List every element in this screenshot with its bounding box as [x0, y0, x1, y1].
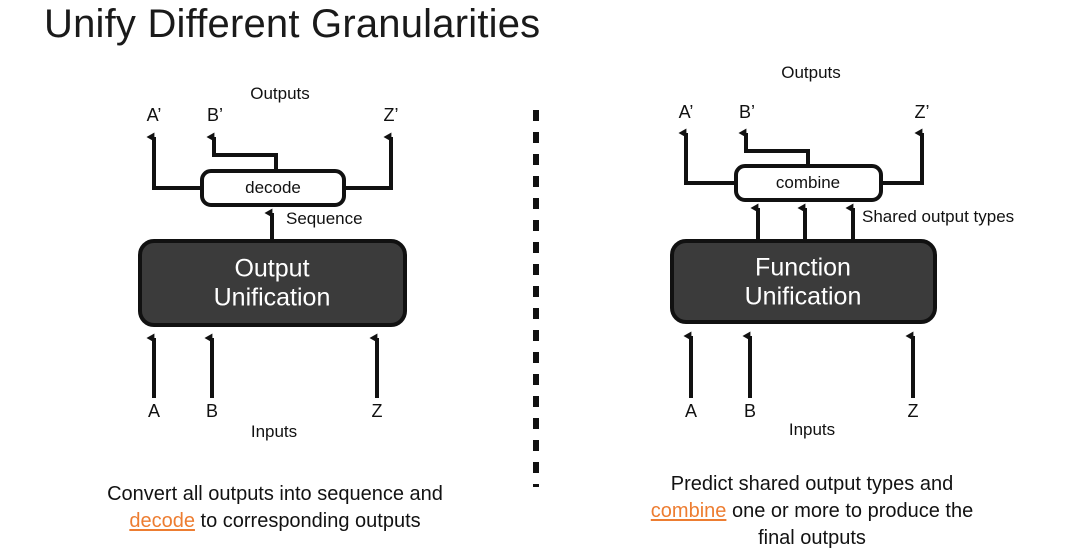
- right-caption: Predict shared output types and combine …: [592, 471, 1032, 551]
- left-output-path-b: [206, 132, 278, 171]
- left-caption-line-1: Convert all outputs into sequence and: [107, 483, 443, 505]
- right-caption-mid: one or more to produce the: [726, 499, 974, 522]
- right-caption-highlight: combine: [650, 499, 727, 522]
- right-caption-prefix: Predict shared output types and: [670, 473, 954, 495]
- left-input-letter-b: B: [205, 401, 219, 421]
- right-output-path-z: [880, 128, 924, 185]
- right-output-path-b: [738, 128, 810, 166]
- right-inputs-label: Inputs: [788, 420, 836, 439]
- left-outputs-label: Outputs: [250, 84, 310, 103]
- right-output-letter-b: B’: [738, 102, 756, 122]
- right-unification-box-label: Function Unification: [745, 254, 862, 311]
- right-output-path-a: [678, 128, 736, 185]
- left-process-box: [200, 169, 346, 207]
- right-input-letter-z: Z: [907, 401, 919, 421]
- left-output-letter-a: A’: [146, 105, 162, 125]
- page-title: Unify Different Granularities: [44, 2, 541, 46]
- right-process-box: [734, 164, 883, 202]
- left-unification-line-2: Unification: [213, 283, 331, 311]
- left-input-letter-z: Z: [371, 401, 383, 421]
- left-caption-highlight: decode: [129, 509, 195, 532]
- right-panel-graphics: [670, 128, 937, 398]
- right-outputs-label: Outputs: [781, 63, 841, 82]
- left-input-letter-a: A: [147, 401, 161, 421]
- right-input-letter-a: A: [684, 401, 698, 421]
- left-output-letter-z: Z’: [383, 105, 399, 125]
- left-unification-box-label: Output Unification: [214, 255, 331, 312]
- left-sequence-label: Sequence: [286, 209, 363, 228]
- right-output-letter-a: A’: [678, 102, 694, 122]
- left-decode-box-label: decode: [245, 178, 301, 197]
- left-output-path-a: [146, 132, 202, 190]
- left-unification-box: [138, 239, 407, 327]
- left-caption-line-2: to corresponding outputs: [194, 509, 421, 532]
- right-unification-line-1: Function: [755, 253, 851, 282]
- right-input-letter-b: B: [743, 401, 757, 421]
- left-output-letter-b: B’: [206, 105, 224, 125]
- right-output-letter-z: Z’: [914, 102, 930, 122]
- right-caption-suffix: final outputs: [758, 526, 866, 549]
- right-combine-box-label: combine: [775, 173, 841, 192]
- left-caption: Convert all outputs into sequence and de…: [65, 481, 485, 535]
- left-inputs-label: Inputs: [250, 422, 298, 441]
- left-output-path-z: [343, 132, 393, 190]
- right-unification-box: [670, 239, 937, 324]
- right-shared-output-types-label: Shared output types: [862, 207, 1015, 226]
- right-unification-line-2: Unification: [744, 282, 862, 310]
- left-unification-line-1: Output: [234, 254, 310, 283]
- left-panel-graphics: [138, 132, 407, 398]
